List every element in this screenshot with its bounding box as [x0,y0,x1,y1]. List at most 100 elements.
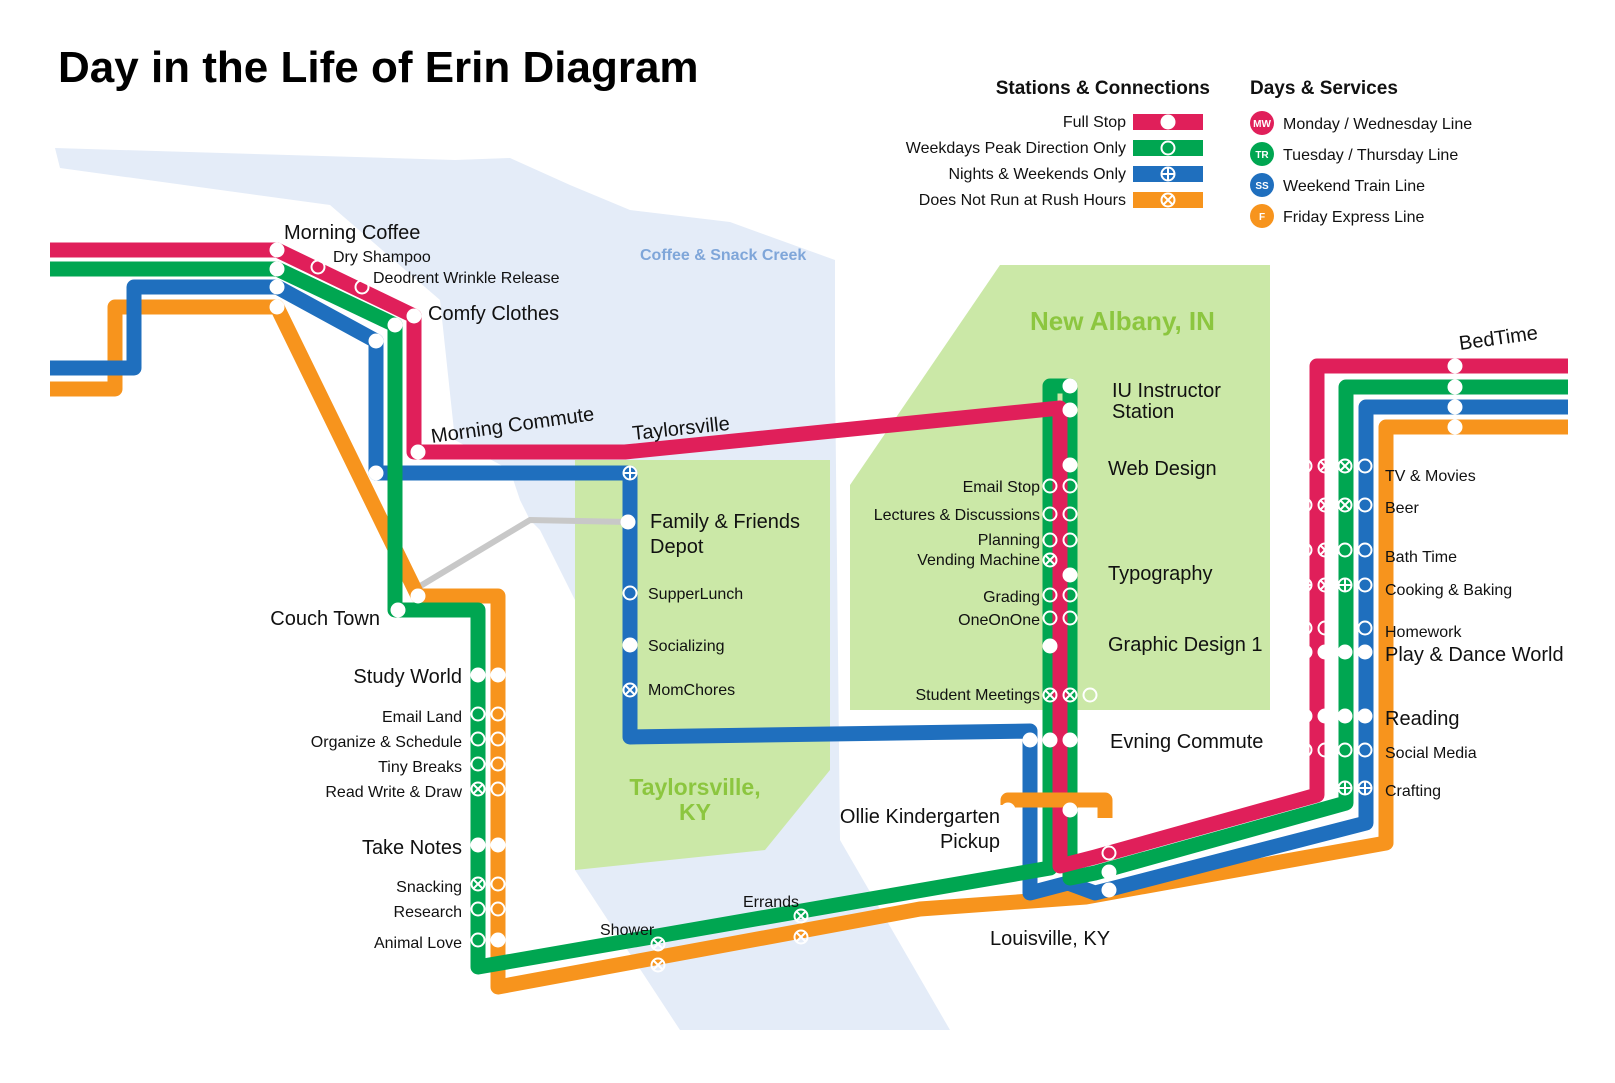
station-marker [1000,802,1016,818]
lines [50,242,1568,995]
station-marker [1297,458,1313,474]
station-marker [470,932,486,948]
station-marker [1042,687,1058,703]
station-marker [1062,687,1078,703]
station-marker [470,837,486,853]
station-take-notes: Take Notes [362,837,462,859]
station-marker [390,602,406,618]
station-marker [1297,742,1313,758]
station-marker [1447,379,1463,395]
station-marker [490,756,506,772]
station-marker [1042,732,1058,748]
station-marker [470,901,486,917]
station-crafting: Crafting [1385,783,1441,800]
service-badge-text: F [1259,212,1265,223]
station-marker [470,876,486,892]
station-marker [793,908,809,924]
station-socializing: Socializing [648,638,724,655]
station-marker [406,308,422,324]
station-marker [1337,577,1353,593]
station-marker [490,932,506,948]
station-marker [470,731,486,747]
legend-station-label: Does Not Run at Rush Hours [919,192,1126,209]
transfer-connector [410,516,629,594]
station-animal-love: Animal Love [374,935,462,952]
station-vending: Vending Machine [917,552,1040,569]
legend-service-label: Friday Express Line [1283,209,1424,226]
legend-stations-heading: Stations & Connections [996,78,1210,99]
station-graphic-design: Graphic Design 1 [1108,634,1263,656]
station-marker [1042,532,1058,548]
station-marker [490,876,506,892]
station-marker [620,514,636,530]
legend-service-row: F Friday Express Line [1250,204,1424,228]
station-evening-commute: Evning Commute [1110,731,1263,753]
station-marker [1022,732,1038,748]
station-marker [1297,542,1313,558]
station-marker [470,667,486,683]
station-labels: Morning Coffee Dry Shampoo Deodrent Wrin… [270,222,1563,952]
station-deodorant: Deodrent Wrinkle Release [373,270,560,287]
legend-service-label: Monday / Wednesday Line [1283,116,1472,133]
station-planning: Planning [978,532,1040,549]
friday-express-line [50,299,1568,995]
station-marker [1297,644,1313,660]
tuesday-thursday-line [50,261,1568,975]
legend-station-row: Full Stop [1063,114,1203,131]
legend-swatch [1133,140,1203,156]
legend-service-label: Weekend Train Line [1283,178,1425,195]
station-marker [650,936,666,952]
full-stop-icon [1160,114,1176,130]
station-marker [1297,577,1313,593]
station-marker [622,585,638,601]
station-marker [269,261,285,277]
station-marker [1101,882,1117,898]
station-marker [1337,708,1353,724]
station-marker [269,279,285,295]
station-marker [1337,458,1353,474]
station-play-dance: Play & Dance World [1385,644,1564,666]
station-marker [1062,402,1078,418]
station-marker [354,279,370,295]
service-badge-icon [1250,204,1274,228]
station-marker [1062,478,1078,494]
station-marker [1062,532,1078,548]
station-marker [490,667,506,683]
station-marker [1062,567,1078,583]
station-marker [1042,506,1058,522]
station-markers [269,242,1463,973]
station-beer: Beer [1385,500,1419,517]
station-marker [1042,587,1058,603]
station-marker [1062,732,1078,748]
station-marker [470,706,486,722]
legend-station-label: Nights & Weekends Only [948,166,1126,183]
station-marker [1101,864,1117,880]
ring-stop-icon [1160,140,1176,156]
station-marker [368,465,384,481]
station-marker [1357,497,1373,513]
station-research: Research [394,904,462,921]
station-marker [1357,742,1373,758]
station-marker [1357,458,1373,474]
station-family-friends-2: Depot [650,536,704,558]
station-marker [1337,742,1353,758]
station-marker [1297,497,1313,513]
service-badge-icon [1250,111,1274,135]
station-read-write: Read Write & Draw [325,784,462,801]
station-marker [1297,708,1313,724]
station-marker [470,756,486,772]
station-dry-shampoo: Dry Shampoo [333,249,431,266]
station-bedtime: BedTime [1458,322,1540,355]
station-email-stop: Email Stop [963,479,1040,496]
legend-station-row: Nights & Weekends Only [948,166,1203,183]
station-marker [1062,506,1078,522]
station-marker [1357,644,1373,660]
station-study-world: Study World [353,666,462,688]
station-marker [1317,542,1333,558]
station-lectures: Lectures & Discussions [874,507,1040,524]
plus-stop-icon [1160,166,1176,182]
station-marker [387,317,403,333]
station-marker [1062,457,1078,473]
